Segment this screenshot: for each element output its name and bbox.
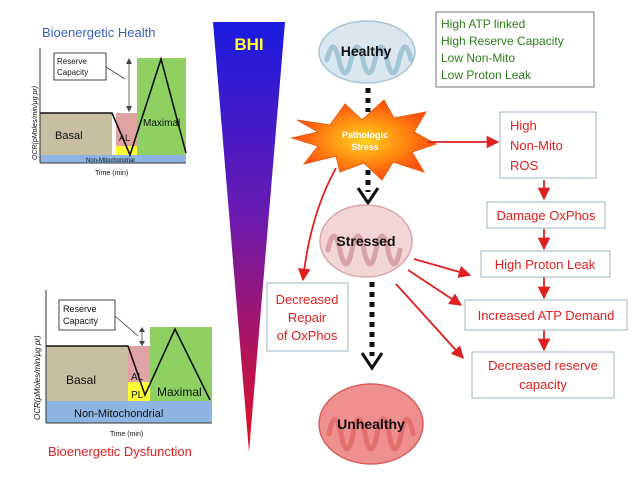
- top-reserve-arrow-head-down: [126, 106, 132, 112]
- top-maximal-area: [137, 58, 186, 155]
- top-reserve-callout: [53, 52, 107, 81]
- red-arrows: [297, 135, 551, 359]
- ros-box-border: [499, 111, 597, 179]
- bottom-basal-label: Basal: [66, 373, 96, 387]
- top-basal-area: [40, 113, 112, 155]
- unhealthy-cristae: [326, 416, 416, 452]
- bottom-non-mito-bar: [46, 401, 212, 423]
- top-non-mito-label: Non-Mitochondrial: [86, 158, 135, 164]
- bottom-ocr-trace: [46, 327, 211, 401]
- bhi-triangle: [213, 22, 285, 452]
- healthy-feature-4: Low Proton Leak: [441, 68, 532, 82]
- bottom-atp-linked-area: [128, 346, 150, 382]
- bottom-maximal-area: [150, 327, 212, 401]
- burst-label-1: Pathologic: [342, 130, 388, 140]
- arrow-stressed-to-leak: [413, 258, 472, 278]
- top-reserve-pointer: [105, 66, 126, 80]
- bhi-label: BHI: [234, 35, 263, 54]
- repair-line-2: Repair: [288, 310, 327, 325]
- stress-to-stressed-arrow: [356, 170, 380, 206]
- top-reserve-label-1: Reserve: [57, 57, 87, 66]
- arrow-stressed-to-reserve: [395, 283, 464, 359]
- burst-label-2: Stress: [351, 142, 379, 152]
- pathologic-stress-burst: Pathologic Stress: [290, 99, 438, 181]
- healthy-cristae: [324, 44, 414, 76]
- healthy-features-border: [435, 11, 595, 88]
- damage-box-border: [486, 201, 606, 229]
- bottom-reserve-callout: [58, 299, 116, 331]
- unhealthy-label: Unhealthy: [337, 416, 405, 432]
- stress-to-stressed-head: [356, 187, 380, 206]
- bottom-non-mito-label: Non-Mitochondrial: [74, 408, 163, 420]
- repair-line-1: Decreased: [276, 292, 339, 307]
- bottom-maximal-label: Maximal: [157, 385, 202, 399]
- burst-shape: [290, 99, 438, 181]
- ros-line-2: Non-Mito: [510, 138, 563, 153]
- top-x-axis-label: Time (min): [95, 170, 128, 177]
- top-non-mito-bar: [40, 155, 186, 163]
- top-y-axis-label: OCR(pMoles/min/µg pr): [32, 86, 39, 160]
- decreased-reserve-box: Decreased reserve capacity: [471, 351, 615, 399]
- increased-atp-demand-box: Increased ATP Demand: [464, 299, 628, 331]
- bottom-reserve-arrow-head-up: [139, 327, 145, 332]
- reserve-line-2: capacity: [519, 377, 567, 392]
- top-reserve-label-2: Capacity: [57, 68, 88, 77]
- bottom-reserve-pointer: [114, 315, 139, 337]
- demand-label: Increased ATP Demand: [478, 308, 615, 323]
- repair-line-3: of OxPhos: [277, 328, 338, 343]
- bottom-x-axis-label: Time (min): [110, 431, 143, 438]
- stressed-mitochondrion: Stressed: [319, 204, 413, 278]
- healthy-feature-1: High ATP linked: [441, 17, 525, 31]
- bottom-reserve-label-1: Reserve: [63, 304, 97, 314]
- healthy-features-box: High ATP linked High Reserve Capacity Lo…: [435, 11, 595, 88]
- arrow-stress-to-repair: [297, 167, 337, 282]
- bhi-indicator: BHI: [213, 22, 285, 452]
- top-atp-linked-area: [116, 113, 137, 146]
- ros-line-1: High: [510, 118, 537, 133]
- stressed-to-unhealthy-arrow: [360, 282, 384, 371]
- top-reserve-arrow-head-up: [126, 58, 132, 64]
- stressed-cristae: [325, 233, 403, 267]
- bottom-y-axis-label: OCR(pMoles/min/µg pr): [33, 335, 42, 420]
- leak-label: High Proton Leak: [495, 257, 596, 272]
- unhealthy-mitochondrion: Unhealthy: [318, 383, 424, 465]
- demand-box-border: [464, 299, 628, 331]
- bottom-proton-leak-area: [128, 382, 150, 401]
- top-atp-linked-label: AL: [119, 133, 130, 143]
- stressed-label: Stressed: [336, 233, 395, 249]
- healthy-feature-2: High Reserve Capacity: [441, 34, 564, 48]
- top-basal-label: Basal: [55, 130, 83, 142]
- damage-oxphos-box: Damage OxPhos: [486, 201, 606, 229]
- arrow-stressed-to-demand: [407, 269, 463, 306]
- stressed-to-unhealthy-head: [360, 352, 384, 371]
- reserve-box-border: [471, 351, 615, 399]
- healthy-feature-3: Low Non-Mito: [441, 51, 515, 65]
- healthy-label: Healthy: [341, 43, 392, 59]
- bottom-chart-title: Bioenergetic Dysfunction: [48, 444, 192, 459]
- bottom-proton-leak-label: PL: [131, 390, 144, 401]
- bottom-chart: OCR(pMoles/min/µg pr) Time (min) Reserve…: [33, 290, 212, 459]
- top-proton-leak-area: [116, 146, 137, 155]
- ros-box: High Non-Mito ROS: [499, 111, 597, 179]
- bottom-basal-area: [46, 346, 128, 401]
- leak-box-border: [480, 250, 611, 278]
- repair-box-border: [266, 282, 349, 352]
- decreased-repair-box: Decreased Repair of OxPhos: [266, 282, 349, 352]
- high-proton-leak-box: High Proton Leak: [480, 250, 611, 278]
- top-ocr-trace: [40, 56, 187, 158]
- top-chart-title: Bioenergetic Health: [42, 25, 155, 40]
- reserve-line-1: Decreased reserve: [488, 358, 598, 373]
- top-maximal-label: Maximal: [143, 118, 180, 129]
- healthy-mitochondrion: Healthy: [318, 20, 416, 84]
- ros-line-3: ROS: [510, 158, 539, 173]
- bottom-reserve-arrow-head-down: [139, 341, 145, 346]
- top-chart: Bioenergetic Health OCR(pMoles/min/µg pr…: [32, 25, 187, 177]
- damage-label: Damage OxPhos: [497, 208, 596, 223]
- bottom-atp-linked-label: AL: [131, 372, 144, 383]
- bottom-reserve-label-2: Capacity: [63, 316, 99, 326]
